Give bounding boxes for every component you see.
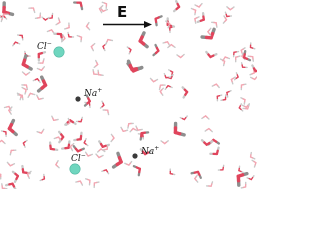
ion-label-chloride-2: Cl− [71, 152, 86, 164]
field-label-e: E [117, 3, 127, 21]
electric-field-indicator: E [103, 3, 152, 28]
sodium-ion-sphere [132, 153, 138, 159]
ion-sodium-1: Na+ [75, 87, 102, 102]
sodium-ion-sphere [75, 96, 81, 102]
chloride-ion-sphere [69, 163, 81, 175]
ion-chloride-2: Cl− [69, 152, 86, 175]
ion-sodium-2: Na+ [132, 145, 159, 159]
field-arrow-head-icon [144, 21, 152, 28]
ion-label-sodium-2: Na+ [140, 145, 159, 157]
water-molecules-layer [0, 0, 257, 189]
molecular-dynamics-snapshot: E Cl− Na+ Na+ Cl− [0, 0, 257, 189]
ion-chloride-1: Cl− [37, 40, 65, 58]
chloride-ion-sphere [53, 46, 65, 58]
ion-label-chloride-1: Cl− [37, 40, 52, 52]
water-box-render: E Cl− Na+ Na+ Cl− [0, 0, 257, 189]
ion-label-sodium-1: Na+ [83, 87, 102, 99]
